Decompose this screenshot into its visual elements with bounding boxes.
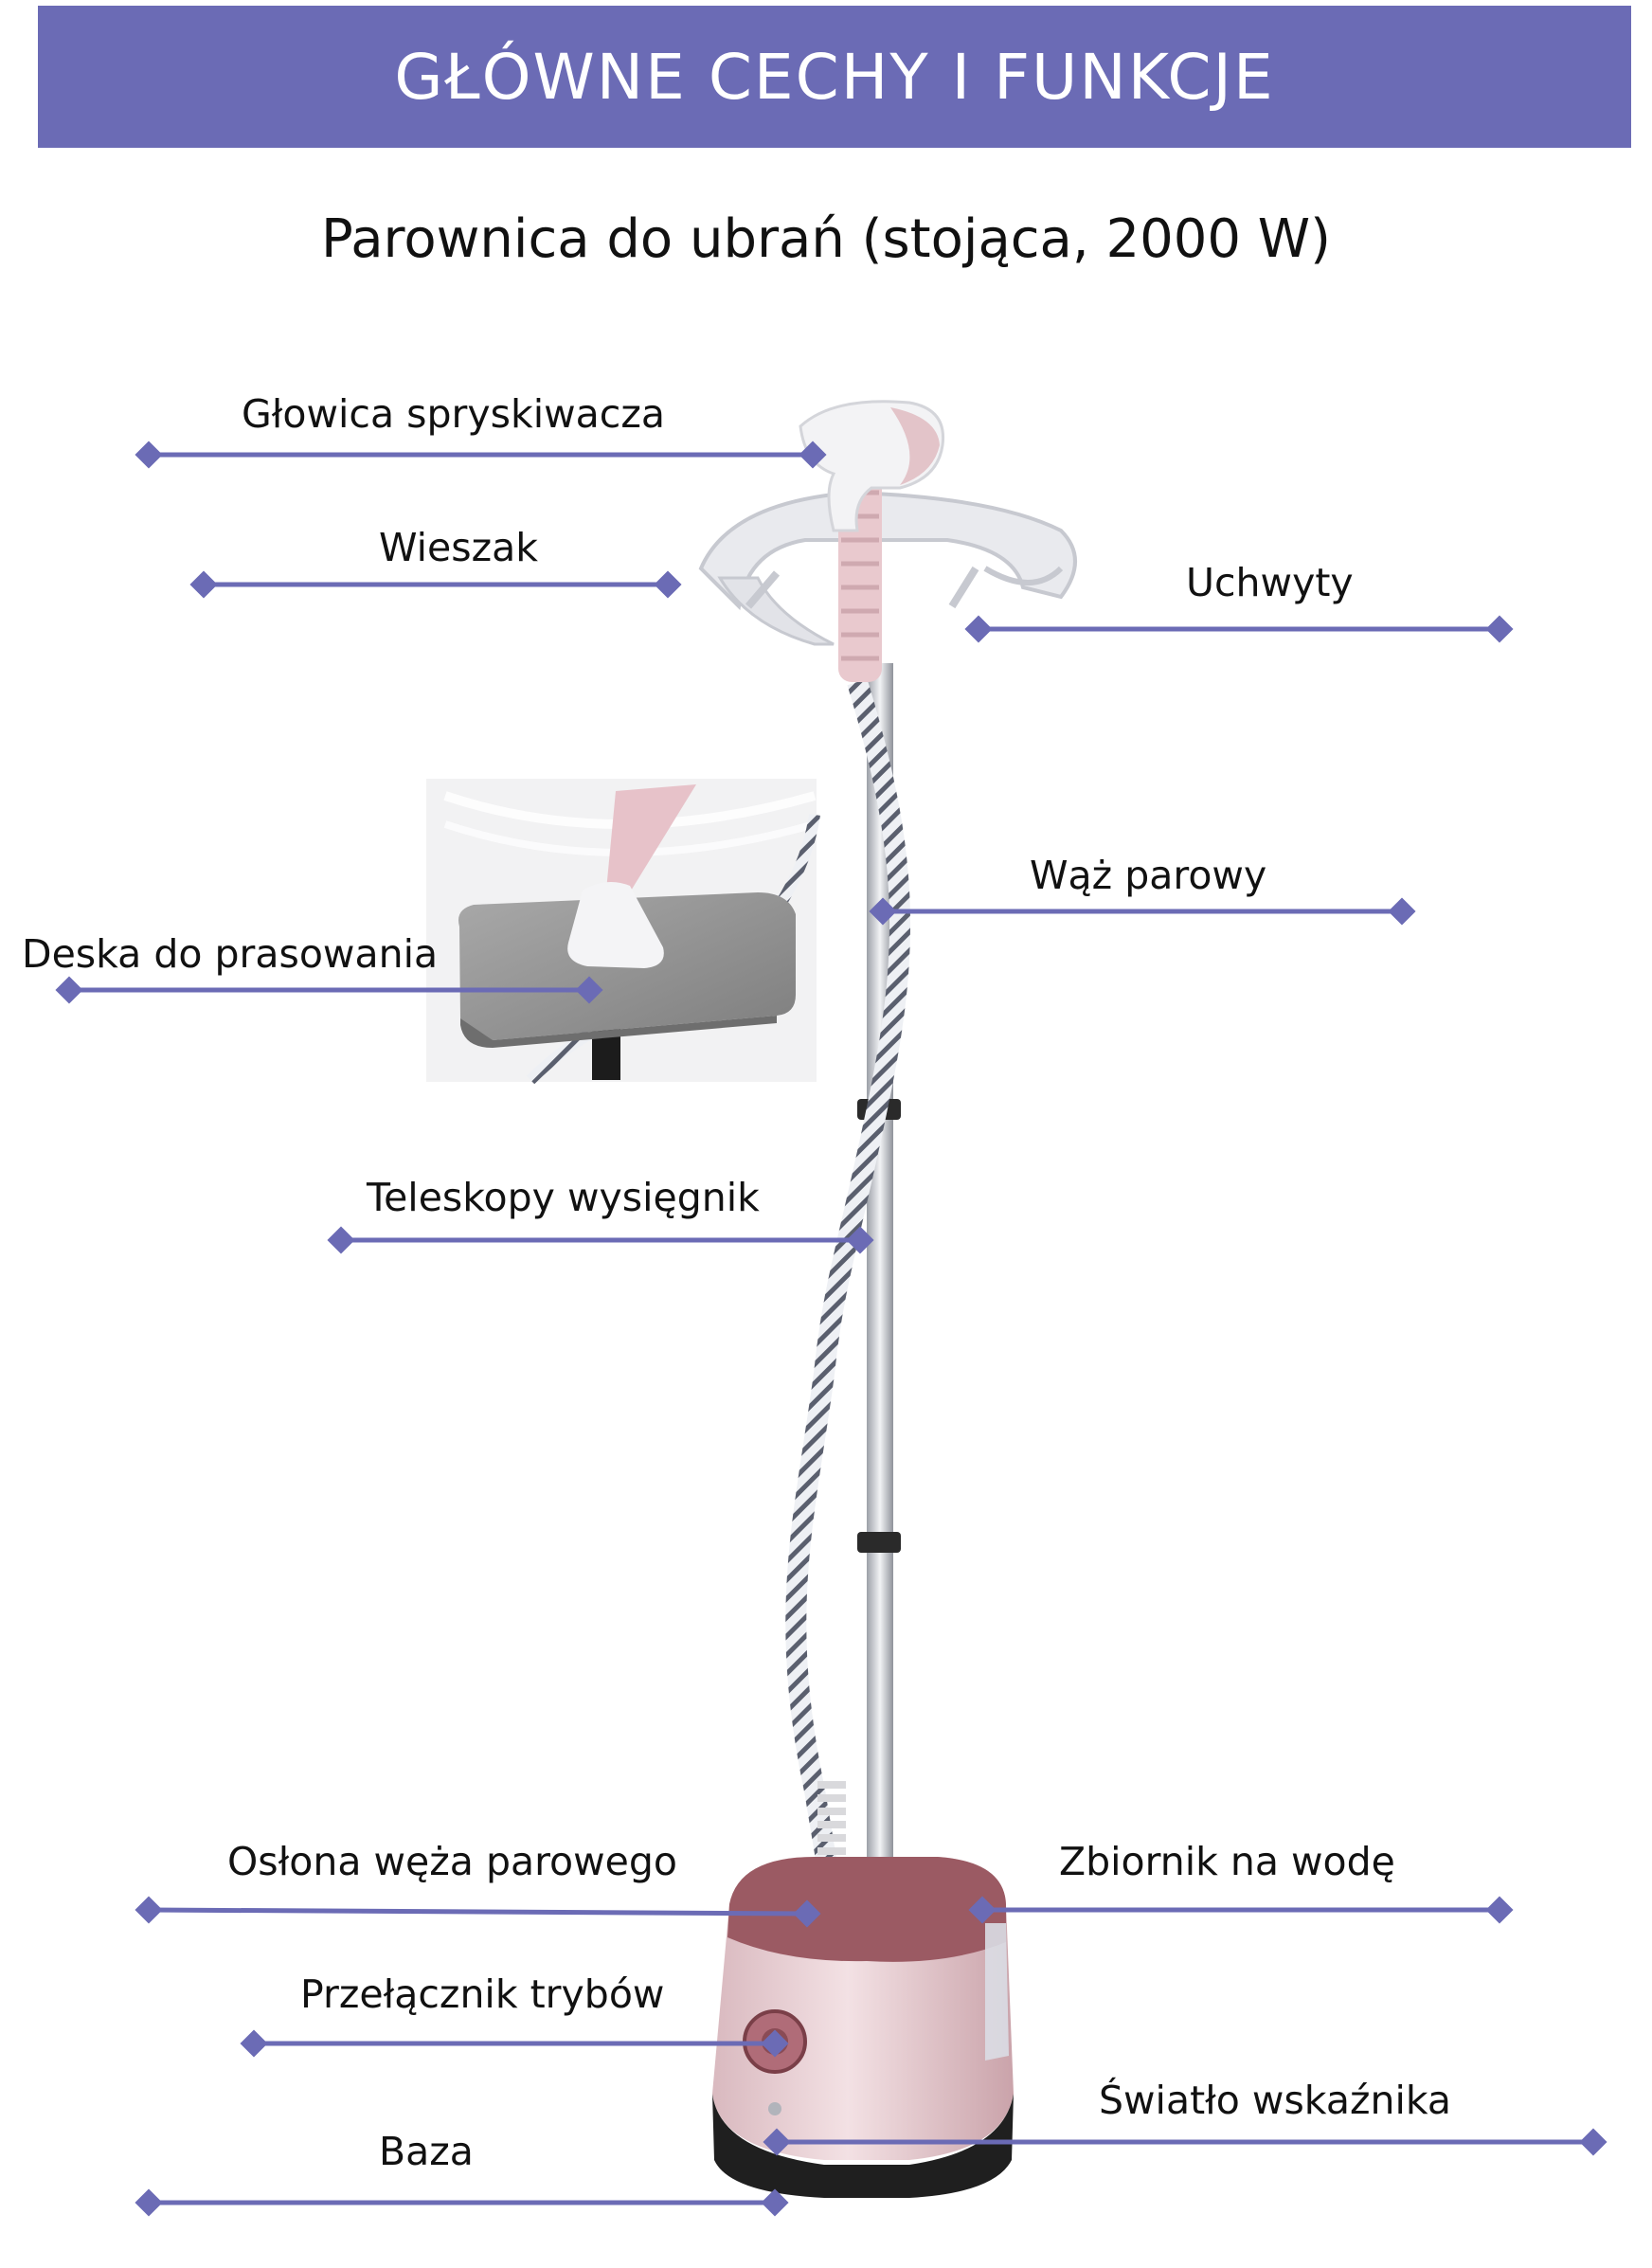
callout-hose-cover: Osłona węża parowego bbox=[227, 1839, 678, 1884]
callout-telescopic-boom: Teleskopy wysięgnik bbox=[367, 1175, 760, 1220]
callout-indicator-light: Światło wskaźnika bbox=[1099, 2078, 1452, 2123]
header-banner: GŁÓWNE CECHY I FUNKCJE bbox=[38, 6, 1631, 148]
callout-mode-switch: Przełącznik trybów bbox=[300, 1971, 665, 2017]
callout-ironing-board: Deska do prasowania bbox=[22, 931, 439, 977]
callout-water-tank: Zbiornik na wodę bbox=[1059, 1839, 1395, 1884]
page-title: GŁÓWNE CECHY I FUNKCJE bbox=[394, 40, 1275, 114]
leader-lines bbox=[55, 441, 1607, 2217]
product-subtitle: Parownica do ubrań (stojąca, 2000 W) bbox=[320, 208, 1332, 270]
callout-base: Baza bbox=[379, 2129, 474, 2174]
callout-hanger: Wieszak bbox=[379, 525, 539, 570]
callout-steam-hose: Wąż parowy bbox=[1030, 853, 1267, 898]
callout-holders: Uchwyty bbox=[1186, 560, 1354, 605]
callout-spray-head: Głowica spryskiwacza bbox=[242, 391, 665, 437]
steamer-product bbox=[698, 400, 1077, 2198]
ironing-board-inset bbox=[426, 779, 820, 1085]
